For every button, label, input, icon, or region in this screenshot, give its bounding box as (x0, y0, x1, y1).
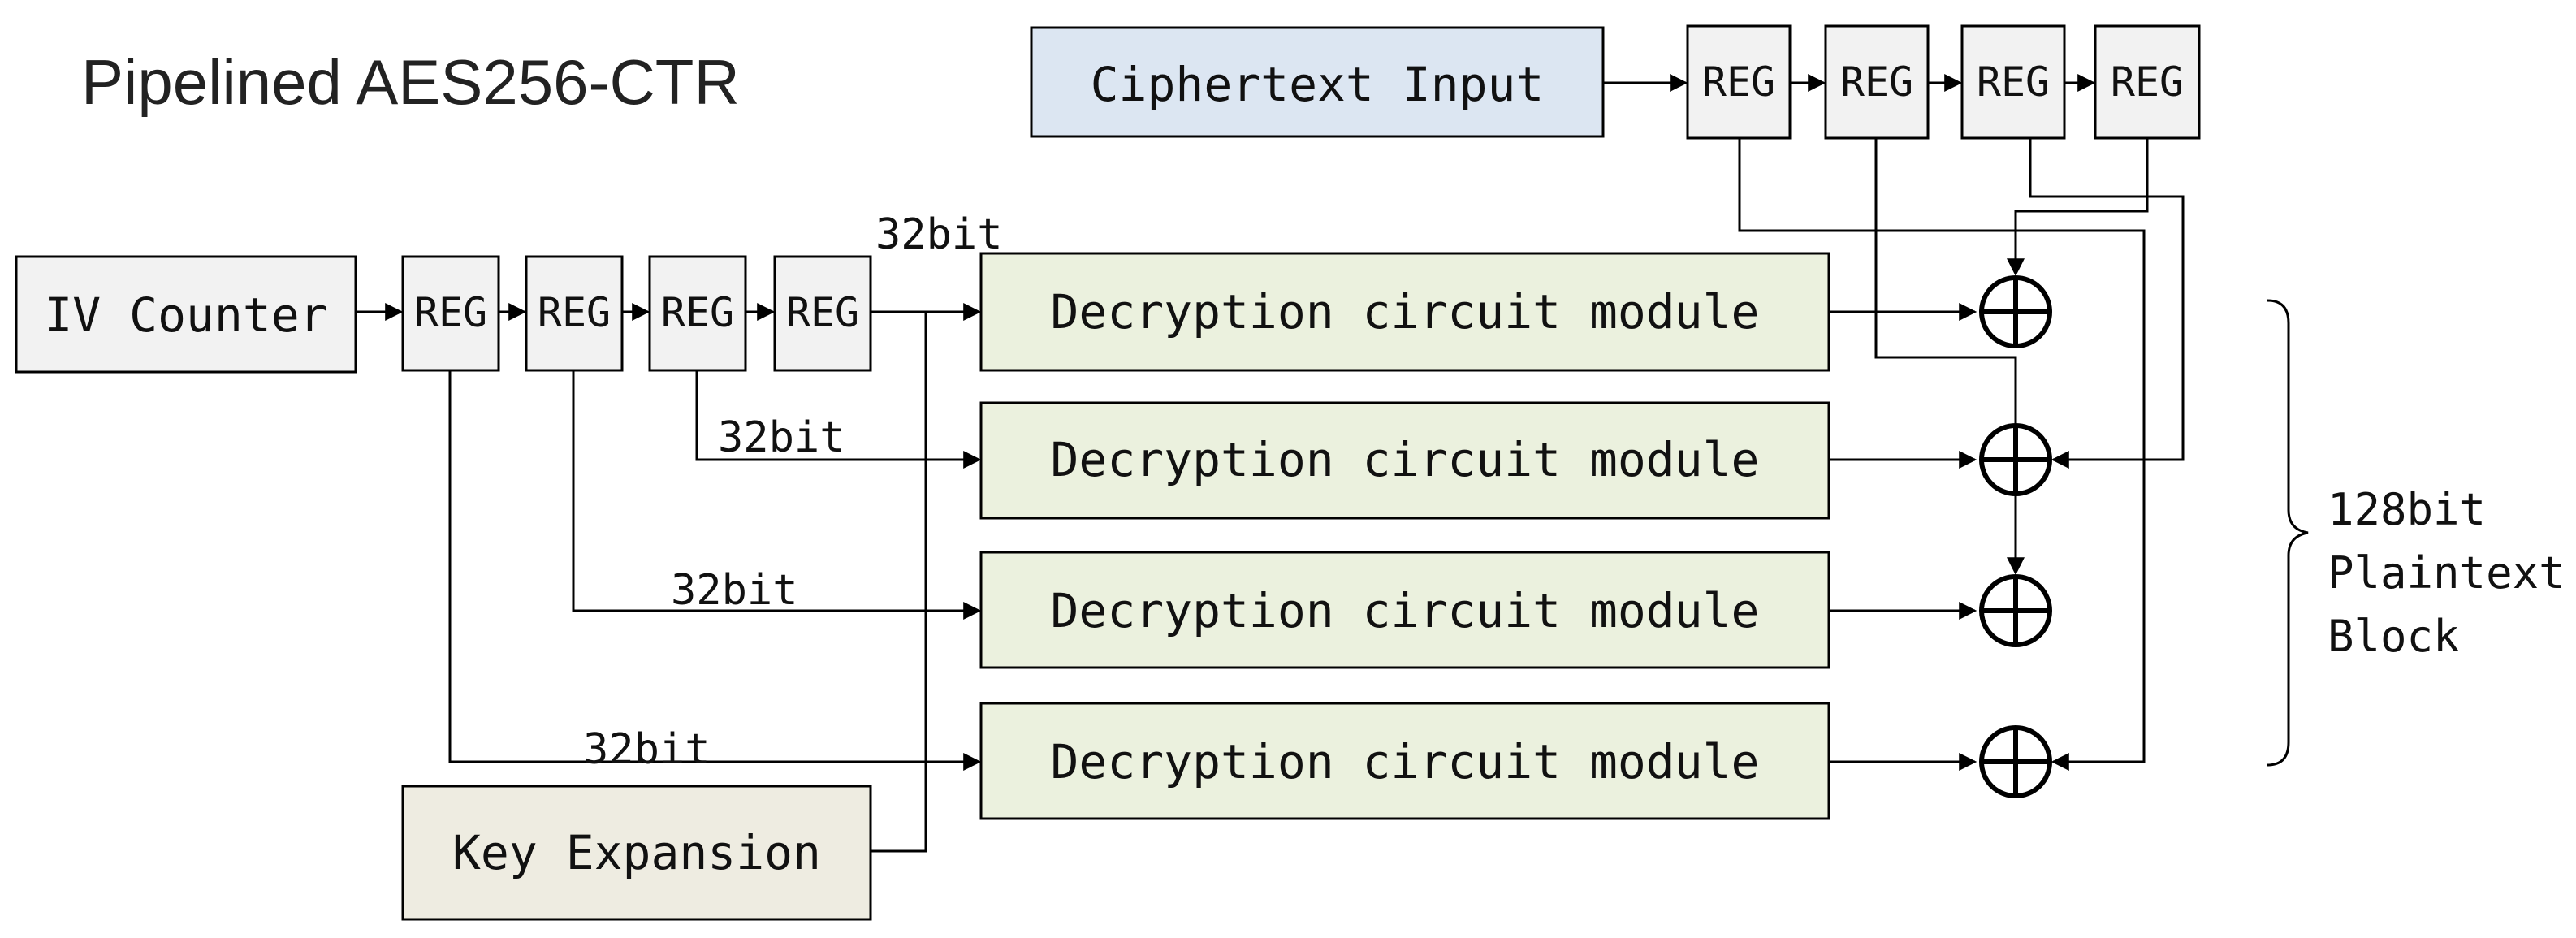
bus-label-3: 32bit (671, 566, 798, 615)
counter-register-label-2: REG (538, 289, 611, 336)
counter-register-box-2 (525, 255, 624, 372)
counter-register-label-3: REG (661, 289, 734, 336)
iv-counter-block: IV Counter (15, 255, 357, 374)
ciphertext-register-box-4 (2094, 24, 2201, 140)
decryption-module-label-3: Decryption circuit module (1051, 583, 1760, 638)
decryption-module-label-2: Decryption circuit module (1051, 432, 1760, 487)
ciphertext-input-box (1030, 26, 1605, 138)
decryption-module-box-1 (979, 252, 1830, 372)
wires (356, 74, 2185, 853)
ciphertext-input-block: Ciphertext Input (1030, 26, 1605, 138)
ciphertext-register-chain: REG REG REG REG (1686, 24, 2201, 140)
counter-register-box-4 (773, 255, 872, 372)
iv-counter-box (15, 255, 357, 374)
key-expansion-label: Key Expansion (452, 825, 821, 880)
decryption-modules: Decryption circuit module Decryption cir… (979, 252, 1830, 820)
wire-key-expansion-bus (871, 312, 927, 853)
wire-reg2-to-module3 (572, 370, 982, 620)
key-expansion-box (401, 785, 872, 921)
xor-icon (1979, 423, 2052, 496)
wire-creg1-to-xor4 (1738, 138, 2146, 771)
ciphertext-register-label-3: REG (1977, 58, 2050, 106)
ciphertext-register-label-2: REG (1840, 58, 1913, 106)
ciphertext-register-box-1 (1686, 24, 1792, 140)
decryption-module-box-3 (979, 551, 1830, 669)
bus-label-2: 32bit (718, 413, 845, 462)
right-brace-icon (2267, 299, 2309, 767)
wire-creg3-to-xor2 (2029, 138, 2185, 469)
bus-width-labels: 32bit 32bit 32bit 32bit (583, 210, 1003, 774)
wire-creg2-to-xor3 (1874, 138, 2025, 576)
ciphertext-register-box-2 (1824, 24, 1930, 140)
output-label-line-1: 128bit (2327, 484, 2486, 535)
output-label-line-2: Plaintext (2327, 547, 2565, 599)
bus-label-1: 32bit (875, 210, 1003, 259)
wire-reg3-to-module2 (695, 370, 982, 469)
diagram-title: Pipelined AES256-CTR (81, 46, 740, 118)
iv-counter-label: IV Counter (44, 287, 327, 343)
key-expansion-block: Key Expansion (401, 785, 872, 921)
counter-register-label-1: REG (414, 289, 487, 336)
xor-icon (1979, 574, 2052, 647)
counter-register-label-4: REG (786, 289, 859, 336)
counter-register-box-1 (401, 255, 500, 372)
counter-register-chain: REG REG REG REG (401, 255, 872, 372)
xor-icon (1979, 725, 2052, 798)
wire-creg4-to-xor1 (2007, 138, 2149, 277)
output-label-line-3: Block (2327, 611, 2460, 662)
counter-register-box-3 (648, 255, 747, 372)
decryption-module-box-4 (979, 702, 1830, 820)
ciphertext-register-box-3 (1960, 24, 2066, 140)
wire-reg1-to-module4 (448, 370, 982, 771)
xor-icon (1979, 275, 2052, 348)
ciphertext-input-label: Ciphertext Input (1091, 57, 1545, 112)
bus-label-4: 32bit (583, 725, 711, 774)
decryption-module-box-2 (979, 401, 1830, 520)
xor-gates (1979, 275, 2052, 798)
decryption-module-label-4: Decryption circuit module (1051, 734, 1760, 789)
ciphertext-register-label-1: REG (1702, 58, 1775, 106)
decryption-module-label-1: Decryption circuit module (1051, 284, 1760, 339)
plaintext-output-label: 128bit Plaintext Block (2327, 484, 2565, 662)
ciphertext-register-label-4: REG (2111, 58, 2184, 106)
